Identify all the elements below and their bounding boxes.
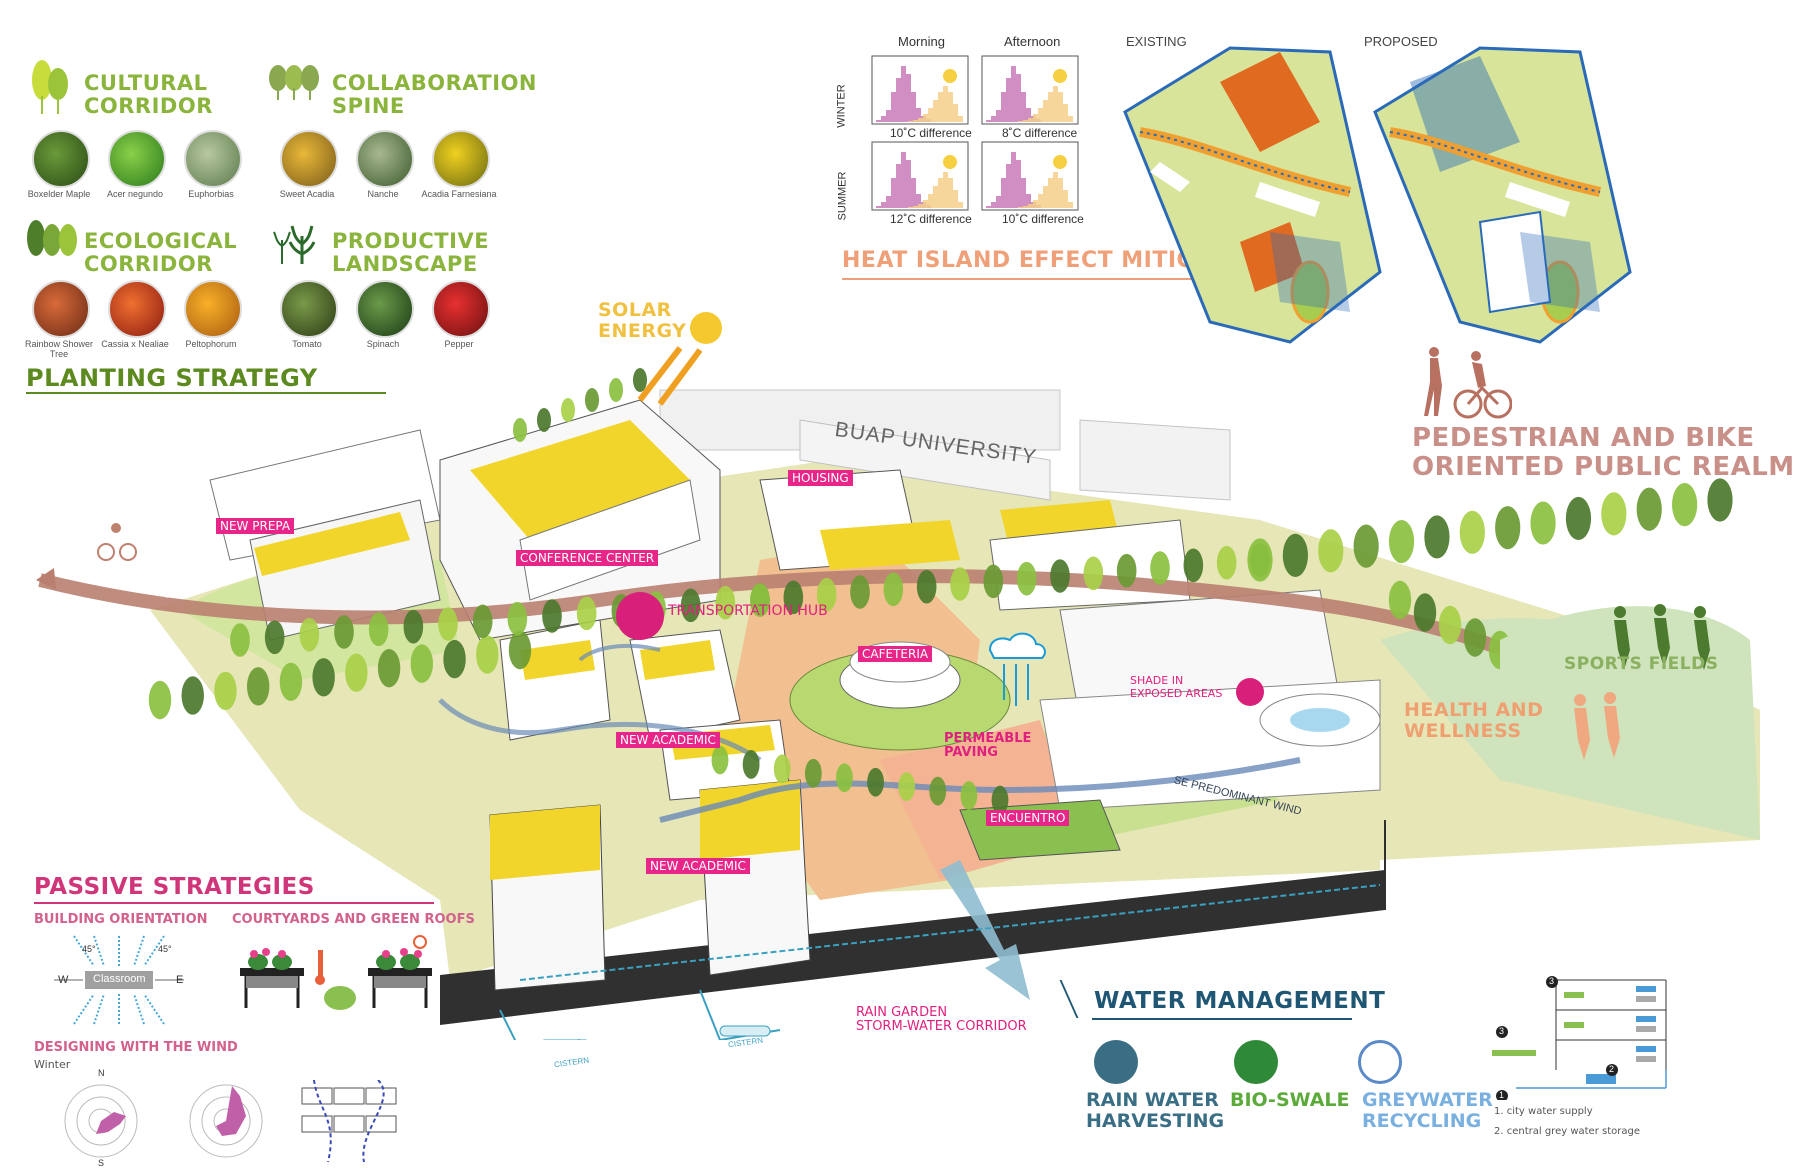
- greywater-diagram: [1492, 976, 1667, 1100]
- plant-photo: [356, 130, 414, 188]
- num-badge: 1: [1499, 1090, 1505, 1100]
- plant-photo: [356, 280, 414, 338]
- proposed-label: PROPOSED: [1364, 34, 1438, 49]
- orientation-diagram: [54, 935, 184, 1025]
- deg-label: 45°: [82, 944, 96, 954]
- plant-caption: Spinach: [366, 339, 400, 349]
- plant-caption: Nanche: [367, 189, 399, 199]
- transportation-hub-label: TRANSPORTATION HUB: [668, 603, 828, 619]
- plant-caption: Rainbow Shower Tree: [24, 339, 94, 359]
- winter-label: Winter: [34, 1058, 71, 1071]
- diff-label: 12˚C difference: [890, 212, 972, 226]
- bio-swale-label: BIO-SWALE: [1230, 1089, 1350, 1111]
- histogram-grid: [871, 55, 1079, 211]
- wind-rose-diagrams: [64, 1084, 263, 1158]
- courtyards-label: COURTYARDS AND GREEN ROOFS: [232, 912, 475, 927]
- plant-caption: Boxelder Maple: [27, 189, 91, 199]
- plant-caption: Acer negundo: [106, 189, 164, 199]
- n-label: N: [98, 1068, 105, 1078]
- w-label: W: [58, 974, 69, 986]
- existing-map: [1123, 46, 1632, 344]
- row-summer: SUMMER: [836, 171, 849, 221]
- col-afternoon: Afternoon: [1004, 34, 1061, 49]
- e-label: E: [176, 974, 184, 986]
- heat-underline: [842, 278, 1224, 280]
- heat-charts: Morning Afternoon WINTER SUMMER 10˚C dif…: [830, 30, 1130, 240]
- sports-fields-label: SPORTS FIELDS: [1564, 654, 1719, 674]
- rain-water-icon: [1094, 1040, 1138, 1084]
- s-label: S: [98, 1158, 105, 1168]
- plant-photo: [432, 130, 490, 188]
- encuentro-label: ENCUENTRO: [986, 810, 1070, 826]
- plant-photo: [108, 280, 166, 338]
- plant-photo: [280, 130, 338, 188]
- water-underline: [1092, 1018, 1352, 1020]
- diff-label: 10˚C difference: [1002, 212, 1084, 226]
- greywater-icon: [1358, 1040, 1402, 1084]
- passive-title: PASSIVE STRATEGIES: [34, 874, 315, 900]
- existing-label: EXISTING: [1126, 34, 1187, 49]
- classroom-label: Classroom: [93, 973, 146, 985]
- wind-design-label: DESIGNING WITH THE WIND: [34, 1040, 238, 1055]
- new-prepa-label: NEW PREPA: [216, 518, 295, 534]
- green-roof-diagram: [240, 935, 432, 1010]
- plant-caption: Peltophorum: [185, 339, 237, 349]
- pedestrian-bike-icon: [1424, 347, 1512, 419]
- plant-photo: [280, 280, 338, 338]
- note-city-water: 1. city water supply: [1494, 1106, 1593, 1117]
- row-winter: WINTER: [835, 84, 848, 128]
- plant-caption: Tomato: [292, 339, 322, 349]
- tree-icon: [32, 60, 68, 114]
- plant-photo: [184, 130, 242, 188]
- col-morning: Morning: [898, 34, 945, 49]
- cafeteria-label: CAFETERIA: [858, 646, 933, 662]
- campus-aerial: [36, 312, 1760, 1040]
- sprout-icon: [273, 225, 316, 264]
- new-academic-label-1: NEW ACADEMIC: [616, 732, 720, 748]
- plant-caption: Pepper: [444, 339, 474, 349]
- plant-photo: [32, 280, 90, 338]
- num-badge: 3: [1499, 1026, 1505, 1036]
- tree-icon: [269, 65, 319, 100]
- plant-caption: Cassia x Nealiae: [101, 339, 169, 349]
- diff-label: 10˚C difference: [890, 126, 972, 140]
- conference-label: CONFERENCE CENTER: [516, 550, 659, 566]
- planting-underline: [26, 392, 386, 394]
- plant-photo: [108, 130, 166, 188]
- num-badge: 3: [1549, 976, 1555, 986]
- note-grey-water: 2. central grey water storage: [1494, 1126, 1640, 1137]
- num-badge: 2: [1609, 1064, 1615, 1074]
- bio-swale-icon: [1234, 1040, 1278, 1084]
- cistern-label: CISTERN: [553, 1055, 590, 1070]
- deg-label: 45°: [158, 944, 172, 954]
- plant-photo: [184, 280, 242, 338]
- plant-caption: Sweet Acadia: [279, 189, 335, 199]
- plant-caption: Acadia Farnesiana: [421, 189, 497, 199]
- plant-caption: Euphorbias: [188, 189, 234, 199]
- tree-icon: [27, 220, 77, 256]
- diff-label: 8˚C difference: [1002, 126, 1078, 140]
- passive-underline: [34, 902, 434, 904]
- building-orientation-label: BUILDING ORIENTATION: [34, 912, 208, 927]
- housing-label: HOUSING: [788, 470, 853, 486]
- water-title: WATER MANAGEMENT: [1094, 988, 1386, 1014]
- wind-plan-diagram: [301, 1080, 397, 1163]
- plant-photo: [32, 130, 90, 188]
- plant-photo: [432, 280, 490, 338]
- planting-strategy-title: PLANTING STRATEGY: [26, 364, 318, 392]
- new-academic-label-2: NEW ACADEMIC: [646, 858, 750, 874]
